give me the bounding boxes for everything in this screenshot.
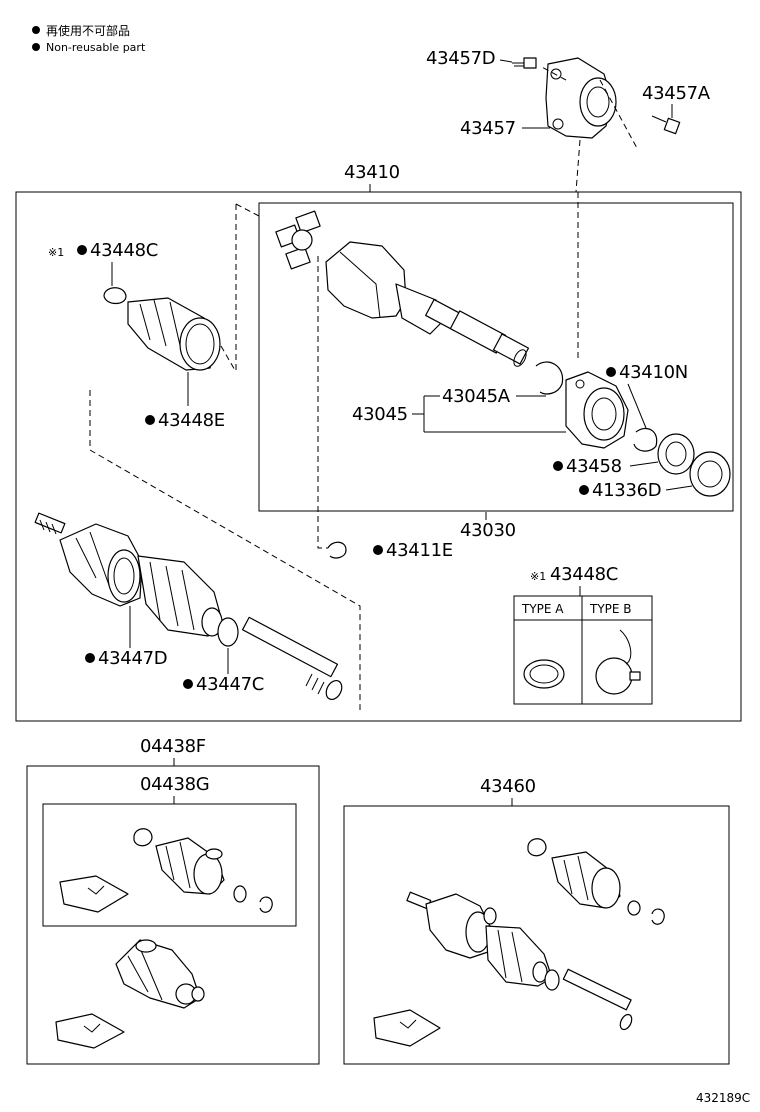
label-43045A: 43045A — [442, 386, 511, 407]
clamp-small — [103, 287, 127, 305]
drive-shaft-outboard — [34, 512, 343, 701]
ring-43410N — [633, 427, 658, 452]
label-43457: 43457 — [460, 118, 516, 139]
set-43460-frame — [343, 805, 730, 1065]
kit-f-parts — [55, 939, 205, 1049]
bolt-43457D — [512, 57, 537, 69]
set-43460-parts — [373, 838, 665, 1047]
label-43030: 43030 — [460, 520, 516, 541]
legend-bullet-icon — [32, 26, 40, 34]
note-mark-2: ※1 — [530, 570, 546, 583]
center-bearing — [565, 371, 629, 449]
inboard-housing — [325, 241, 530, 367]
label-43045: 43045 — [352, 404, 408, 425]
snap-ring-43411E — [327, 541, 347, 559]
seal-41336D — [689, 451, 731, 497]
legend-bullet-icon — [32, 43, 40, 51]
legend-japanese: 再使用不可部品 — [46, 23, 130, 38]
bearing-43458 — [657, 433, 695, 475]
legend: 再使用不可部品 Non-reusable part — [32, 23, 146, 54]
label-43411E: 43411E — [386, 540, 453, 561]
legend-english: Non-reusable part — [46, 41, 146, 54]
bolt-43457A — [651, 115, 681, 135]
bearing-bracket — [539, 57, 639, 151]
note-mark-1: ※1 — [48, 246, 64, 259]
clamp-type-box: TYPE A TYPE B — [513, 595, 653, 705]
type-a-label: TYPE A — [521, 602, 564, 616]
label-41336D: 41336D — [592, 480, 661, 501]
label-43447D: 43447D — [98, 648, 167, 669]
kit-04438F-frame — [26, 765, 320, 1065]
label-43410N: 43410N — [619, 362, 688, 383]
tripod-joint — [275, 210, 321, 270]
label-04438G: 04438G — [140, 774, 209, 795]
label-43447C: 43447C — [196, 674, 264, 695]
snap-ring — [535, 361, 564, 395]
label-43448E: 43448E — [158, 410, 225, 431]
label-43458: 43458 — [566, 456, 622, 477]
label-43410: 43410 — [344, 162, 400, 183]
assembly-43410-frame — [15, 191, 742, 722]
label-04438F: 04438F — [140, 736, 206, 757]
diagram-id: 432189C — [696, 1091, 750, 1105]
label-43457A: 43457A — [642, 83, 711, 104]
inboard-boot — [127, 297, 221, 371]
assembly-43030-frame — [258, 202, 734, 512]
label-43460: 43460 — [480, 776, 536, 797]
label-43448C-type: 43448C — [550, 564, 618, 585]
label-43448C-top: 43448C — [90, 240, 158, 261]
kit-g-parts — [59, 828, 273, 913]
kit-04438G-frame — [42, 803, 297, 927]
type-b-label: TYPE B — [589, 602, 632, 616]
label-43457D: 43457D — [426, 48, 495, 69]
